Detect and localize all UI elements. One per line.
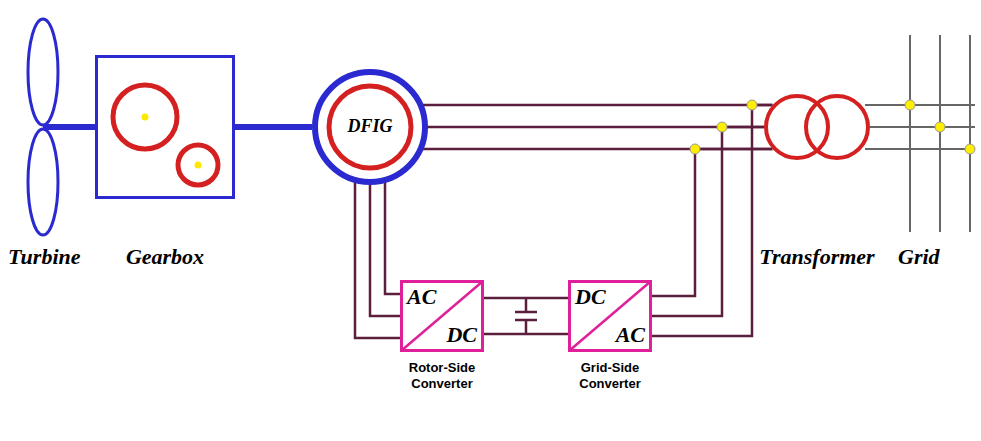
converter-label: Grid-Side Converter [550,360,670,391]
three-phase-connection [355,182,400,338]
transformer-symbol-outline [762,93,872,161]
gearbox: Gearbox [95,55,235,199]
wire-segment [355,182,400,338]
component-label: Grid [898,245,940,269]
wire-segment [652,127,764,316]
component-label: Turbine [8,245,81,269]
wire-segment [652,149,772,296]
wire-segment [423,104,773,107]
turbine-shaft [43,124,96,130]
converter-type: DC [446,324,477,346]
generator-label: DFIG [347,117,392,137]
drive-shaft [235,127,312,128]
converter-box: DCACGrid-Side Converter [568,280,652,352]
converter-label: Rotor-Side Converter [382,360,502,391]
junction-dot [747,100,757,110]
three-phase-connection [423,105,773,149]
three-phase-connection [652,100,772,336]
component-label: Gearbox [126,245,204,269]
wire-segment [515,298,537,334]
grid-connection [865,35,975,232]
transformer-symbol: Transformer [762,93,872,161]
turbine-rotor [28,19,96,235]
wire-segment [385,182,400,294]
converter-type: AC [407,286,436,308]
component-label: Transformer [759,245,874,269]
wire-segment [427,126,764,129]
converter-type: DC [575,286,606,308]
three-phase-connection [484,298,568,334]
converter-type: AC [616,324,645,346]
converter-box: ACDCRotor-Side Converter [400,280,484,352]
generator-circle: DFIG [310,67,430,187]
junction-dot [690,144,700,154]
wire-segment [235,124,312,130]
gearbox-outline [95,55,235,199]
junction-dot [717,122,727,132]
wire-segment [652,105,772,336]
